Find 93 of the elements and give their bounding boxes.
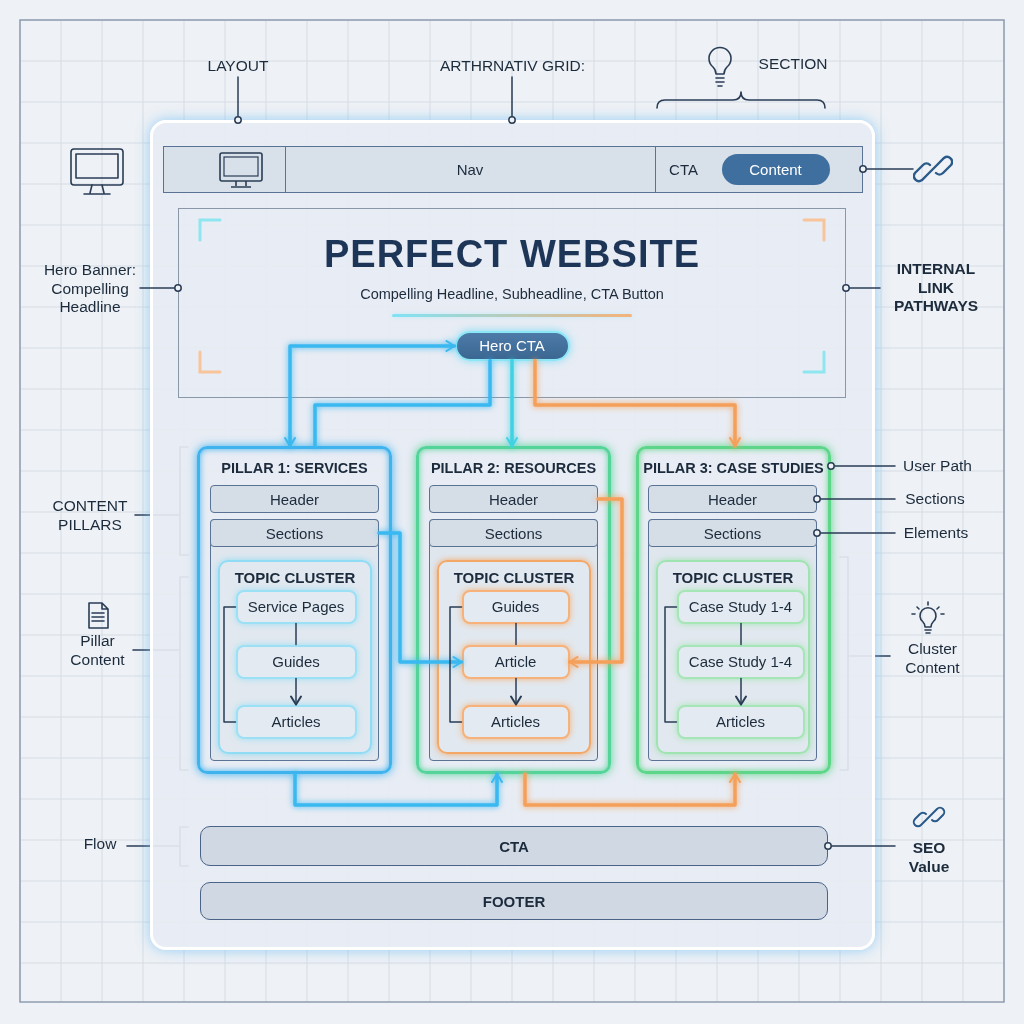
cluster-item-box <box>461 644 570 679</box>
leader-line <box>234 76 242 124</box>
header-bar <box>648 485 817 513</box>
topic-cluster-card <box>437 560 591 754</box>
cluster-title: TOPIC CLUSTER <box>452 569 576 586</box>
button-label: Content <box>749 160 802 178</box>
annotation-text: INTERNAL LINK PATHWAYS <box>892 260 980 316</box>
content-button <box>721 153 830 185</box>
item-label: Articles <box>490 713 541 730</box>
annotation-label: Cluster Content <box>904 640 961 678</box>
annotation-text: ARTHRNATIV GRID: <box>440 56 585 76</box>
bar-label: Header <box>269 490 320 508</box>
item-label: Case Study 1-4 <box>688 598 793 615</box>
arrow <box>290 677 302 706</box>
pillar-title: PILLAR 3: CASE STUDIES <box>642 460 825 476</box>
cluster-item-box <box>676 704 805 739</box>
annotation-text: SEO Value <box>907 839 951 877</box>
hero-banner <box>178 208 846 398</box>
pillar-title: PILLAR 2: RESOURCES <box>429 460 598 476</box>
button-label: Hero CTA <box>479 337 545 354</box>
nav-label: CTA <box>669 160 698 178</box>
topic-cluster-card <box>656 560 810 754</box>
connector-line <box>295 622 297 646</box>
leader-line <box>139 284 182 292</box>
cluster-item-box <box>461 704 570 739</box>
cluster-item-box <box>235 704 357 739</box>
connector-line <box>223 606 237 723</box>
arrow <box>533 358 741 448</box>
bar-label: Sections <box>703 524 762 542</box>
connector-line <box>664 606 678 723</box>
footer-bar <box>200 882 828 920</box>
page-frame <box>150 120 875 950</box>
leader-line <box>842 284 881 292</box>
nav-label: Nav <box>456 160 484 178</box>
bar-label: FOOTER <box>482 892 546 910</box>
cluster-item-box <box>235 644 357 679</box>
annotation-text: Sections <box>905 489 965 509</box>
pillar-card <box>197 446 392 774</box>
leader-line <box>827 462 896 470</box>
leader-line <box>824 842 896 850</box>
leader-line <box>813 495 896 503</box>
connector-line <box>449 606 463 723</box>
arrow <box>523 772 741 807</box>
pillar-title: PILLAR 1: SERVICES <box>220 460 369 476</box>
annotation-label: SECTION <box>757 55 829 74</box>
cta-bar <box>200 826 828 866</box>
subheadline: Compelling Headline, Subheadline, CTA Button <box>360 286 664 302</box>
topic-cluster-card <box>218 560 372 754</box>
arrow <box>293 772 503 807</box>
header-bar <box>210 485 379 513</box>
header-bar <box>429 485 598 513</box>
bar-label: Header <box>707 490 758 508</box>
bar-label: Header <box>488 490 539 508</box>
cluster-title: TOPIC CLUSTER <box>671 569 795 586</box>
item-label: Case Study 1-4 <box>688 653 793 670</box>
annotation-text: LAYOUT <box>207 56 269 76</box>
connector-line <box>740 622 742 646</box>
arrow <box>506 358 518 448</box>
leader-line <box>508 76 516 124</box>
item-label: Guides <box>272 653 320 670</box>
nav-bar <box>163 146 863 193</box>
sections-bar <box>429 519 598 547</box>
annotation-text: Hero Banner: Compelling Headline <box>42 261 138 317</box>
hero-cta-button <box>454 330 570 361</box>
bar-label: CTA <box>499 837 529 855</box>
cluster-title: TOPIC CLUSTER <box>233 569 357 586</box>
annotation-text: User Path <box>903 456 972 476</box>
leader-line <box>859 165 914 173</box>
item-label: Service Pages <box>247 598 345 615</box>
bar-label: Sections <box>484 524 543 542</box>
headline: PERFECT WEBSITE <box>324 233 700 276</box>
pillar-card <box>416 446 611 774</box>
annotation-label: CONTENT PILLARS <box>51 497 129 535</box>
leader-line <box>813 529 896 537</box>
annotation-label: Flow <box>82 835 118 854</box>
annotation-text: Elements <box>903 523 969 543</box>
item-label: Article <box>494 653 537 670</box>
arrow <box>510 677 522 706</box>
cluster-item-box <box>676 644 805 679</box>
connector-line <box>515 622 517 646</box>
annotation-label: Pillar Content <box>69 632 126 670</box>
sections-bar <box>648 519 817 547</box>
sections-bar <box>210 519 379 547</box>
bar-label: Sections <box>265 524 324 542</box>
cluster-item-box <box>676 589 805 624</box>
item-label: Articles <box>715 713 766 730</box>
item-label: Articles <box>271 713 321 730</box>
arrow <box>735 677 747 706</box>
cluster-item-box <box>235 589 357 624</box>
cluster-item-box <box>461 589 570 624</box>
pillar-card <box>636 446 831 774</box>
connector-line <box>313 358 492 448</box>
item-label: Guides <box>491 598 540 615</box>
